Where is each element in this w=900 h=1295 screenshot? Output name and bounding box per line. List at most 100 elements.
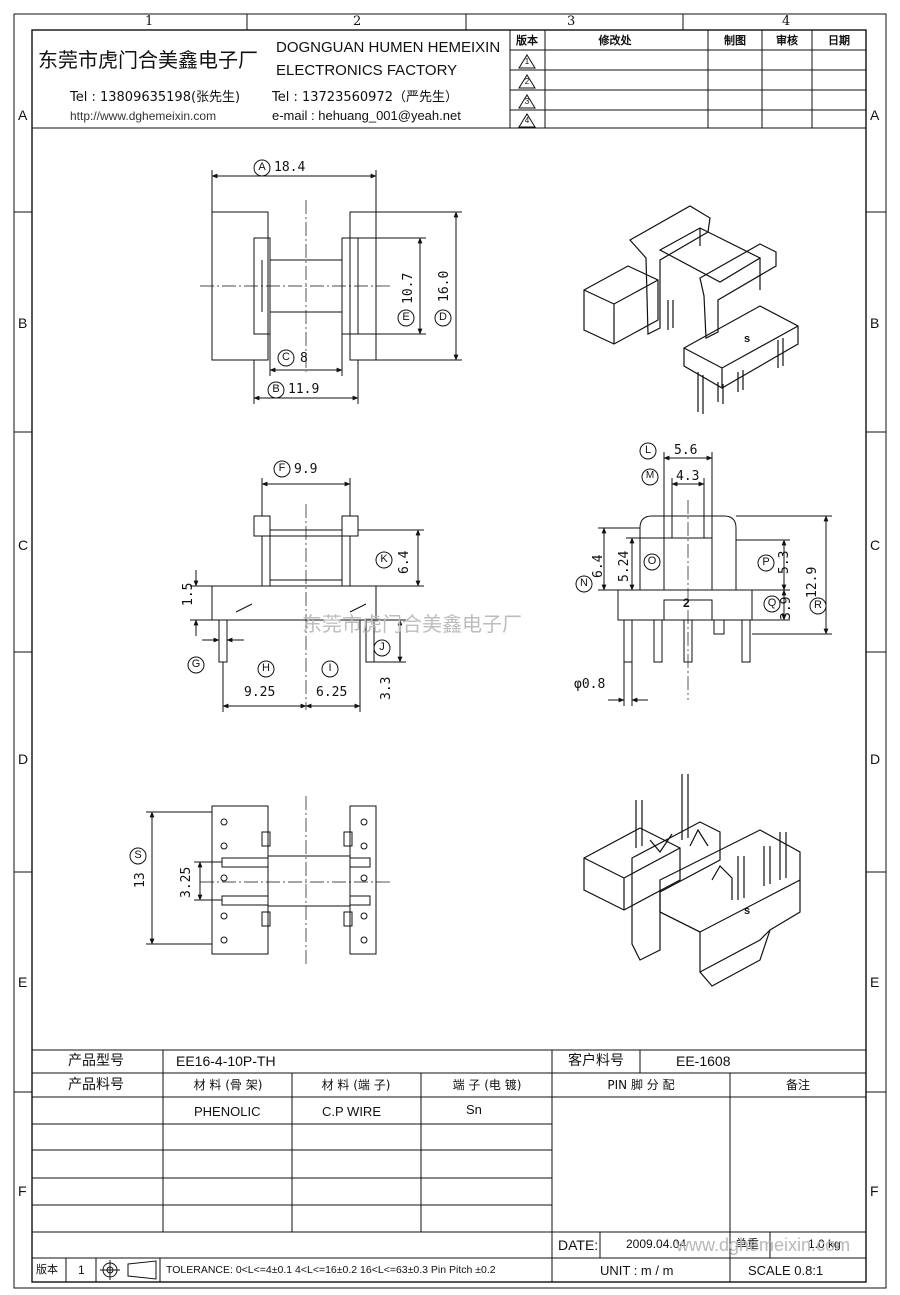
tolerance-text: TOLERANCE: 0<L<=4±0.1 4<L<=16±0.2 16<L<=… (166, 1264, 496, 1276)
callout-c: C (282, 351, 290, 363)
callout-r: R (814, 599, 822, 611)
revision-header-version: 版本 (516, 34, 538, 47)
pin-mark-label: 2 (683, 596, 690, 610)
callout-p: P (762, 556, 770, 568)
material-bobbin-label: 材 料 (骨 架) (193, 1078, 263, 1092)
revision-header-change: 修改处 (598, 34, 632, 47)
material-pin-value: C.P WIRE (322, 1104, 381, 1119)
company-website-link[interactable]: http://www.dghemeixin.com (70, 109, 217, 123)
dim-a-value: 18.4 (274, 160, 306, 175)
callout-g: G (191, 658, 201, 670)
product-part-number-label: 产品料号 (68, 1077, 124, 1093)
grid-row-a-right: A (870, 107, 880, 123)
dim-j-value: 3.3 (379, 676, 394, 700)
dim-c-value: 8 (300, 351, 308, 366)
dim-d-value: 16.0 (437, 270, 452, 302)
callout-d: D (439, 311, 447, 323)
revision-header-checked: 审核 (776, 34, 798, 47)
material-bobbin-value: PHENOLIC (194, 1104, 261, 1119)
revision-mark-2: 2 (524, 77, 530, 86)
contact-tel-2: Tel : 13723560972（严先生） (272, 90, 458, 105)
grid-column-2: 2 (353, 14, 362, 29)
callout-l: L (644, 444, 652, 456)
date-label: DATE: (558, 1237, 599, 1253)
version-label: 版本 (36, 1263, 58, 1276)
callout-i: I (328, 662, 332, 674)
grid-row-f-left: F (18, 1183, 27, 1199)
company-name-en-2: ELECTRONICS FACTORY (276, 62, 458, 79)
revision-header-date: 日期 (828, 34, 850, 47)
dim-i-value: 6.25 (316, 685, 348, 700)
unit-weight-value: 1.0 kg (808, 1237, 841, 1251)
company-email-link[interactable]: e-mail : hehuang_001@yeah.net (272, 108, 461, 123)
dim-l-value: 5.6 (674, 443, 698, 458)
customer-part-number-label: 客户料号 (568, 1053, 624, 1069)
dim-h-value: 9.25 (244, 685, 276, 700)
dim-e-value: 10.7 (401, 272, 416, 304)
callout-b: B (272, 383, 280, 395)
pin-mark-3d-top: s (744, 333, 751, 345)
callout-n: N (580, 577, 588, 589)
callout-j: J (379, 641, 385, 653)
grid-row-d-right: D (870, 751, 881, 767)
overlay-website-watermark: www.dghemeixin.com (676, 1235, 851, 1255)
dim-b-value: 11.9 (288, 382, 320, 397)
callout-s: S (134, 849, 142, 861)
dim-side-small-value: 1.5 (181, 582, 196, 606)
dim-p-value: 5.3 (777, 550, 792, 574)
grid-row-e-right: E (870, 974, 880, 990)
grid-row-b-left: B (18, 315, 28, 331)
dim-f-value: 9.9 (294, 462, 318, 477)
callout-o: O (647, 555, 657, 567)
callout-h: H (262, 662, 270, 674)
company-name-cn: 东莞市虎门合美鑫电子厂 (38, 48, 258, 72)
product-model-label: 产品型号 (68, 1053, 124, 1069)
scale-text: SCALE 0.8:1 (748, 1263, 824, 1278)
dim-n-value: 6.4 (591, 554, 606, 578)
callout-f: F (278, 462, 286, 474)
customer-part-number-value: EE-1608 (676, 1053, 731, 1069)
grid-row-b-right: B (870, 315, 880, 331)
grid-column-3: 3 (567, 14, 576, 29)
plating-label: 端 子 (电 镀) (452, 1078, 522, 1092)
callout-e: E (402, 311, 410, 323)
plating-value: Sn (466, 1102, 482, 1117)
company-name-en-1: DOGNGUAN HUMEN HEMEIXIN (276, 39, 501, 56)
grid-row-f-right: F (870, 1183, 879, 1199)
grid-row-c-left: C (18, 537, 29, 553)
callout-q: Q (767, 597, 777, 609)
grid-row-e-left: E (18, 974, 28, 990)
callout-a: A (258, 161, 266, 173)
revision-header-drawn: 制图 (724, 34, 746, 47)
callout-k: K (380, 553, 388, 565)
grid-row-d-left: D (18, 751, 29, 767)
dim-q-value: 3.9 (779, 596, 794, 620)
material-pin-label: 材 料 (端 子) (321, 1078, 391, 1092)
revision-mark-1: 1 (524, 57, 530, 66)
callout-m: M (645, 470, 655, 481)
dim-s-value: 13 (133, 872, 148, 888)
dim-r-value: 12.9 (805, 566, 820, 598)
pin-mark-3d-bottom: s (744, 905, 751, 917)
dim-m-value: 4.3 (676, 469, 700, 484)
revision-mark-4: 4 (524, 116, 530, 125)
contact-tel-1: Tel : 13809635198(张先生) (70, 90, 241, 105)
grid-column-1: 1 (145, 14, 154, 29)
grid-row-c-right: C (870, 537, 881, 553)
version-value: 1 (78, 1263, 85, 1277)
watermark: 东莞市虎门合美鑫电子厂 (302, 612, 522, 636)
dim-s-inner-value: 3.25 (179, 866, 194, 898)
grid-column-4: 4 (782, 14, 791, 29)
remark-label: 备注 (785, 1078, 811, 1092)
grid-row-a-left: A (18, 107, 28, 123)
product-model-value: EE16-4-10P-TH (176, 1053, 276, 1069)
dim-pin-diameter-value: φ0.8 (574, 677, 606, 692)
revision-mark-3: 3 (524, 97, 530, 106)
unit-text: UNIT : m / m (600, 1263, 674, 1278)
dim-k-value: 6.4 (397, 550, 412, 574)
unit-weight-label: 单重 (735, 1237, 760, 1251)
pin-assignment-label: PIN 脚 分 配 (607, 1078, 675, 1092)
date-value: 2009.04.04 (626, 1237, 687, 1251)
dim-o-value: 5.24 (617, 550, 632, 582)
